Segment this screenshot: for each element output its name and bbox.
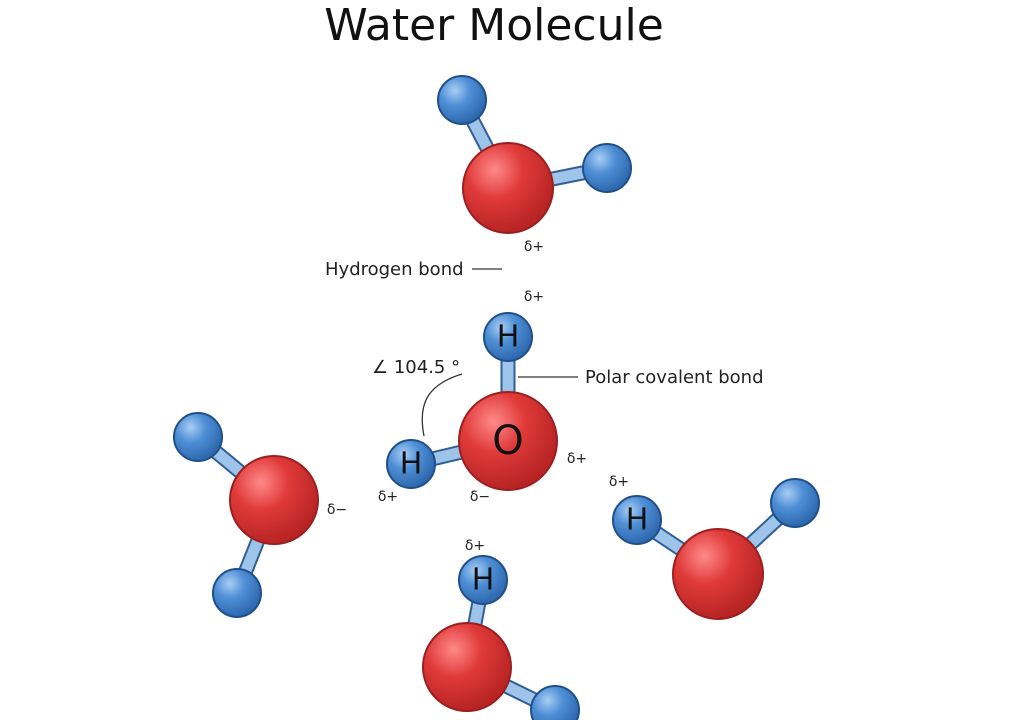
oxygen-atom-bottom [422, 622, 512, 712]
charge-left-oxygen: δ− [327, 502, 347, 518]
charge-central-right: δ+ [567, 451, 587, 467]
charge-central-top-hydrogen: δ+ [524, 289, 544, 305]
atoms: H H H H O [173, 75, 820, 720]
hydrogen-atom-left-top [173, 412, 223, 462]
bond-angle-arc [421, 373, 463, 437]
oxygen-symbol-central: O [492, 418, 523, 464]
oxygen-atom-central [458, 391, 558, 491]
charge-central-left-hydrogen: δ+ [378, 489, 398, 505]
hydrogen-symbol-central-left: H [400, 447, 423, 482]
oxygen-atom-left [229, 455, 319, 545]
hydrogen-atom-central-top [483, 312, 533, 362]
hydrogen-atom-top-left [437, 75, 487, 125]
partial-charges: δ+ δ+ δ+ δ+ δ+ δ− δ− δ+ [327, 239, 629, 554]
hydrogen-bonds [323, 232, 622, 560]
hydrogen-symbol-bottom: H [472, 563, 495, 598]
oxygen-atom-top [462, 142, 554, 234]
hydrogen-symbol-central-top: H [497, 320, 520, 355]
charge-bottom-hydrogen: δ+ [465, 538, 485, 554]
hydrogen-atom-left-bottom [212, 568, 262, 618]
hydrogen-atom-right-top [770, 478, 820, 528]
charge-right-hydrogen: δ+ [609, 474, 629, 490]
bond-angle-label: ∠ 104.5 ° [372, 357, 460, 378]
oxygen-atom-right [672, 528, 764, 620]
charge-central-oxygen: δ− [470, 489, 490, 505]
polar-covalent-bond-label: Polar covalent bond [585, 367, 764, 388]
hydrogen-atom-bottom-right [530, 685, 580, 720]
hydrogen-bond-label: Hydrogen bond [325, 259, 464, 280]
hydrogen-atom-top-right [582, 143, 632, 193]
hydrogen-atom-bottom-labelled [458, 555, 508, 605]
hydrogen-atom-central-left [386, 439, 436, 489]
hydrogen-symbol-right: H [626, 503, 649, 538]
charge-top-oxygen: δ+ [524, 239, 544, 255]
hydrogen-atom-right-labelled [612, 495, 662, 545]
page-title: Water Molecule [324, 0, 664, 51]
